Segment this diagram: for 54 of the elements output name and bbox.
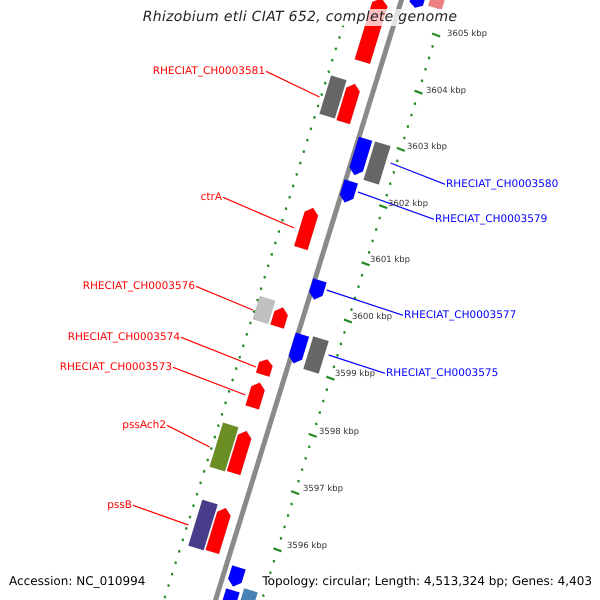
accession-text: Accession: NC_010994 [9,574,146,588]
gene-label: RHECIAT_CH0003573 [60,361,172,374]
gene-label: RHECIAT_CH0003579 [435,213,548,226]
genome-stats-text: Topology: circular; Length: 4,513,324 bp; Genes: 4,403 [262,574,592,588]
gene-feature [228,565,246,587]
gene-feature [226,430,252,476]
gene-feature [308,278,327,300]
gene-label: RHECIAT_CH0003576 [82,280,195,293]
gene-label: pssB [107,499,132,512]
gene-box [188,499,218,551]
gene-label: pssAch2 [122,419,166,432]
scale-label: 3596 kbp [287,541,328,552]
scale-label: 3601 kbp [370,255,410,266]
gene-label: ctrA [200,191,222,204]
gene-feature [245,382,265,410]
gene-box [363,141,391,185]
gene-box [220,588,240,600]
gene-label: RHECIAT_CH0003581 [152,65,265,78]
gene-feature [294,208,318,250]
leader-line [390,162,446,185]
scale-label: 3598 kbp [319,427,360,438]
gene-box [319,75,347,119]
gene-feature [336,84,360,124]
scale-label: 3599 kbp [335,369,376,380]
gene-feature [349,136,372,176]
gene-box [209,422,239,472]
leader-line [172,366,246,396]
leader-line [328,354,386,374]
gene-feature [270,307,288,329]
scale-label: 3600 kbp [352,312,392,322]
gene-box [303,336,329,374]
leader-line [196,286,254,311]
gene-label: RHECIAT_CH0003580 [446,178,558,191]
leader-line [358,191,434,220]
scale-label: 3603 kbp [407,142,448,152]
leader-line [180,336,256,368]
gene-feature [205,508,231,554]
gene-feature [288,332,310,364]
gene-box [238,588,258,600]
gene-feature [340,179,358,203]
leader-line [166,424,210,448]
leader-line [132,504,189,526]
gene-label: RHECIAT_CH0003574 [68,331,180,344]
scale-label: 3604 kbp [426,86,466,96]
gene-label: RHECIAT_CH0003577 [404,309,516,322]
gene-label: RHECIAT_CH0003575 [386,367,498,380]
leader-line [266,70,320,98]
scale-label: 3602 kbp [388,199,428,210]
leader-line [326,289,404,316]
scale-label: 3605 kbp [447,29,488,40]
scale-label: 3597 kbp [303,484,344,494]
gene-feature [256,359,273,377]
leader-line [222,196,294,229]
gene-box [252,296,276,324]
